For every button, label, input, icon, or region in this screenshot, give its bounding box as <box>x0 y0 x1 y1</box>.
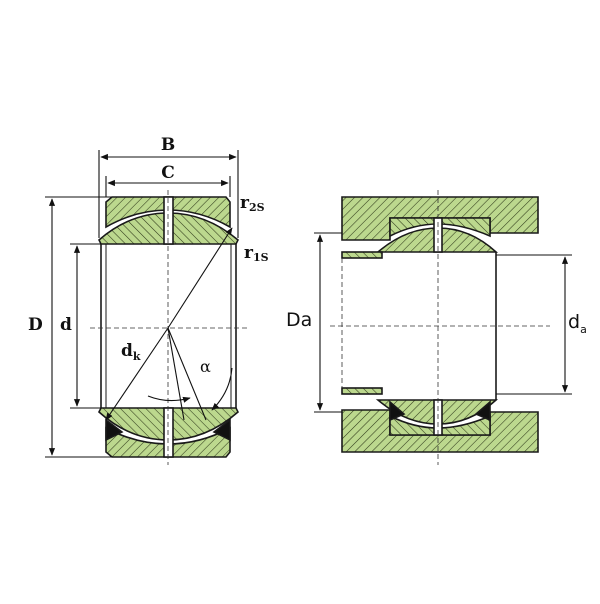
label-B: B <box>161 135 175 155</box>
label-Da: Da <box>286 309 312 331</box>
dim-d <box>70 243 101 409</box>
label-D: D <box>28 315 43 335</box>
dim-da <box>496 254 572 395</box>
label-d: d <box>60 315 72 335</box>
right-center-lines <box>330 190 550 465</box>
left-bearing <box>98 196 239 458</box>
label-alpha: α <box>200 357 211 376</box>
lube-slot-bottom <box>163 407 174 458</box>
label-da: da <box>568 311 587 336</box>
dim-C <box>105 176 231 197</box>
right-assembly <box>341 196 539 453</box>
left-construction <box>105 227 233 421</box>
dim-Da <box>314 232 342 413</box>
label-r1s: r1S <box>244 243 269 264</box>
lube-slot-top <box>163 196 174 245</box>
label-C: C <box>161 163 175 183</box>
seal-bottom-left <box>105 418 124 442</box>
shaft-shoulder-top <box>341 251 383 259</box>
dim-B <box>98 150 239 238</box>
label-r2s: r2S <box>240 193 265 214</box>
label-dk: dk <box>121 341 141 363</box>
seal-bottom-right <box>212 418 231 442</box>
dim-D <box>45 196 112 458</box>
shaft-shoulder-bottom <box>341 387 383 395</box>
